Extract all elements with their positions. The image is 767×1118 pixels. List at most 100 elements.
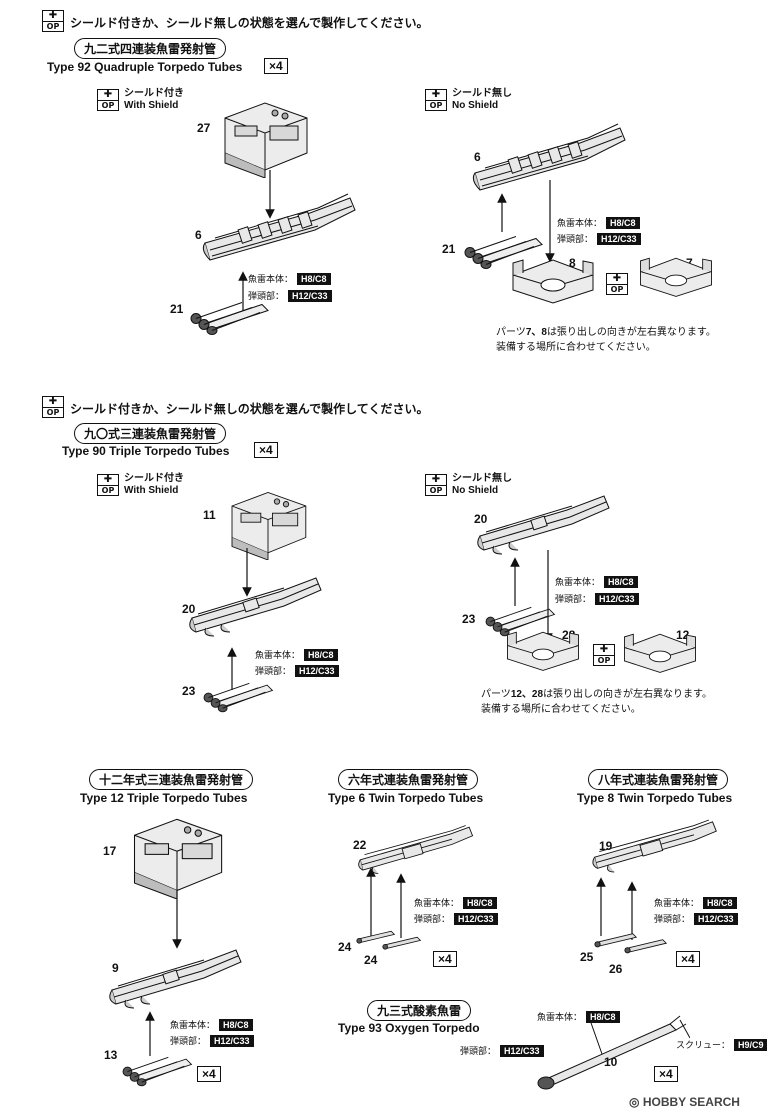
- assembly-arrow: [596, 877, 606, 936]
- section3-title-en: Type 12 Triple Torpedo Tubes: [80, 791, 248, 805]
- part-number: 22: [353, 838, 367, 852]
- paint-body: 魚雷本体：H8/C8: [414, 896, 497, 909]
- part-number: 12: [676, 628, 690, 642]
- option-icon: ✚OP: [425, 474, 447, 496]
- assembly-arrow: [242, 548, 252, 597]
- section1-qty: ×4: [264, 58, 288, 74]
- assembly-arrow: [145, 1011, 155, 1056]
- paint-body: 魚雷本体：H8/C8: [248, 272, 331, 285]
- part-number: 23: [182, 684, 196, 698]
- option-icon: ✚OP: [97, 89, 119, 111]
- section6-title-jp: 九三式酸素魚雷: [367, 1000, 472, 1021]
- section5-qty: ×4: [676, 951, 700, 967]
- torpedo-part: [537, 1015, 690, 1090]
- assembly-arrow: [510, 557, 520, 606]
- paint-warhead: 弾頭部：H12/C33: [414, 912, 498, 925]
- part-number: 11: [203, 508, 216, 522]
- part-number: 24: [338, 940, 352, 954]
- tube-assembly-part: [104, 942, 244, 1012]
- paint-warhead: 弾頭部：H12/C33: [170, 1034, 254, 1047]
- rod-part: [382, 934, 422, 950]
- assembly-arrow: [627, 881, 637, 940]
- section2-title-en: Type 90 Triple Torpedo Tubes: [62, 444, 230, 458]
- base-mount-part: [636, 252, 716, 300]
- paint-body: 魚雷本体：H8/C8: [557, 216, 640, 229]
- paint-warhead: 弾頭部：H12/C33: [255, 664, 339, 677]
- part-number: 20: [474, 512, 488, 526]
- rod-part: [624, 936, 668, 954]
- section5-title-jp: 八年式連装魚雷発射管: [588, 769, 729, 790]
- paint-body: 魚雷本体：H8/C8: [255, 648, 338, 661]
- part-number: 6: [474, 150, 481, 164]
- assembly-arrow: [497, 193, 507, 232]
- part-number: 25: [580, 950, 594, 964]
- option-icon: ✚OP: [97, 474, 119, 496]
- assembly-arrow: [265, 170, 275, 219]
- paint-body: 魚雷本体：H8/C8: [537, 1010, 620, 1023]
- section3-qty: ×4: [197, 1066, 221, 1082]
- section1-title-en: Type 92 Quadruple Torpedo Tubes: [47, 60, 243, 74]
- part-number: 26: [609, 962, 623, 976]
- part-number: 21: [442, 242, 456, 256]
- part-number: 24: [364, 953, 378, 967]
- paint-body: 魚雷本体：H8/C8: [555, 575, 638, 588]
- paint-warhead: 弾頭部：H12/C33: [654, 912, 738, 925]
- watermark-logo-icon: ◎: [629, 1095, 643, 1109]
- tube-assembly-part: [472, 488, 612, 558]
- part-number: 13: [104, 1048, 118, 1062]
- shield-housing-part: [122, 814, 232, 899]
- section3-title-jp: 十二年式三連装魚雷発射管: [89, 769, 254, 790]
- paint-body: 魚雷本体：H8/C8: [654, 896, 737, 909]
- paint-warhead: 弾頭部：H12/C33: [555, 592, 639, 605]
- part-number: 6: [195, 228, 202, 242]
- shield-housing-part: [218, 488, 318, 560]
- base-mount-part: [503, 626, 583, 674]
- assembly-arrow: [172, 890, 182, 949]
- part-number: 23: [462, 612, 476, 626]
- section2-title-jp: 九〇式三連装魚雷発射管: [74, 423, 227, 444]
- section6-qty: ×4: [654, 1066, 678, 1082]
- tube-assembly-part: [184, 570, 324, 640]
- section1-title-jp: 九二式四連装魚雷発射管: [74, 38, 227, 59]
- assembly-arrow: [227, 647, 237, 690]
- section1-instruction: シールド付きか、シールド無しの状態を選んで製作してください。: [70, 16, 429, 30]
- option-icon: ✚OP: [606, 273, 628, 295]
- section1-note: パーツ7、8は張り出しの向きが左右異なります。 装備する場所に合わせてください。: [496, 327, 716, 353]
- section4-qty: ×4: [433, 951, 457, 967]
- paint-body: 魚雷本体：H8/C8: [170, 1018, 253, 1031]
- assembly-arrow: [545, 180, 555, 263]
- part-number: 9: [112, 961, 119, 975]
- section6-title-en: Type 93 Oxygen Torpedo: [338, 1021, 480, 1035]
- option-icon: ✚OP: [593, 644, 615, 666]
- part-number: 19: [599, 839, 613, 853]
- assembly-arrow: [238, 271, 248, 314]
- paint-warhead: 弾頭部：H12/C33: [248, 289, 332, 302]
- watermark: ◎ HOBBY SEARCH: [629, 1095, 740, 1109]
- option-icon: ✚OP: [425, 89, 447, 111]
- section2-qty: ×4: [254, 442, 278, 458]
- option-icon: ✚OP: [42, 396, 64, 418]
- paint-warhead: 弾頭部：H12/C33: [557, 232, 641, 245]
- part-number: 21: [170, 302, 184, 316]
- section2-note: パーツ12、28は張り出しの向きが左右異なります。 装備する場所に合わせてくださ…: [481, 689, 713, 715]
- warhead-part: [196, 674, 276, 714]
- warhead-part: [115, 1048, 195, 1088]
- section2-instruction: シールド付きか、シールド無しの状態を選んで製作してください。: [70, 402, 429, 416]
- base-mount-part: [620, 628, 700, 676]
- assembly-arrow: [366, 867, 376, 936]
- twin-tube-part: [590, 816, 720, 876]
- warhead-part: [182, 292, 272, 337]
- assembly-arrow: [543, 550, 553, 643]
- base-mount-part: [508, 255, 598, 305]
- section4-title-jp: 六年式連装魚雷発射管: [338, 769, 479, 790]
- paint-warhead: 弾頭部：H12/C33: [460, 1044, 544, 1057]
- option-icon: ✚OP: [42, 10, 64, 32]
- section4-title-en: Type 6 Twin Torpedo Tubes: [328, 791, 484, 805]
- shield-housing-part: [210, 98, 320, 178]
- part-number: 20: [182, 602, 196, 616]
- section5-title-en: Type 8 Twin Torpedo Tubes: [577, 791, 733, 805]
